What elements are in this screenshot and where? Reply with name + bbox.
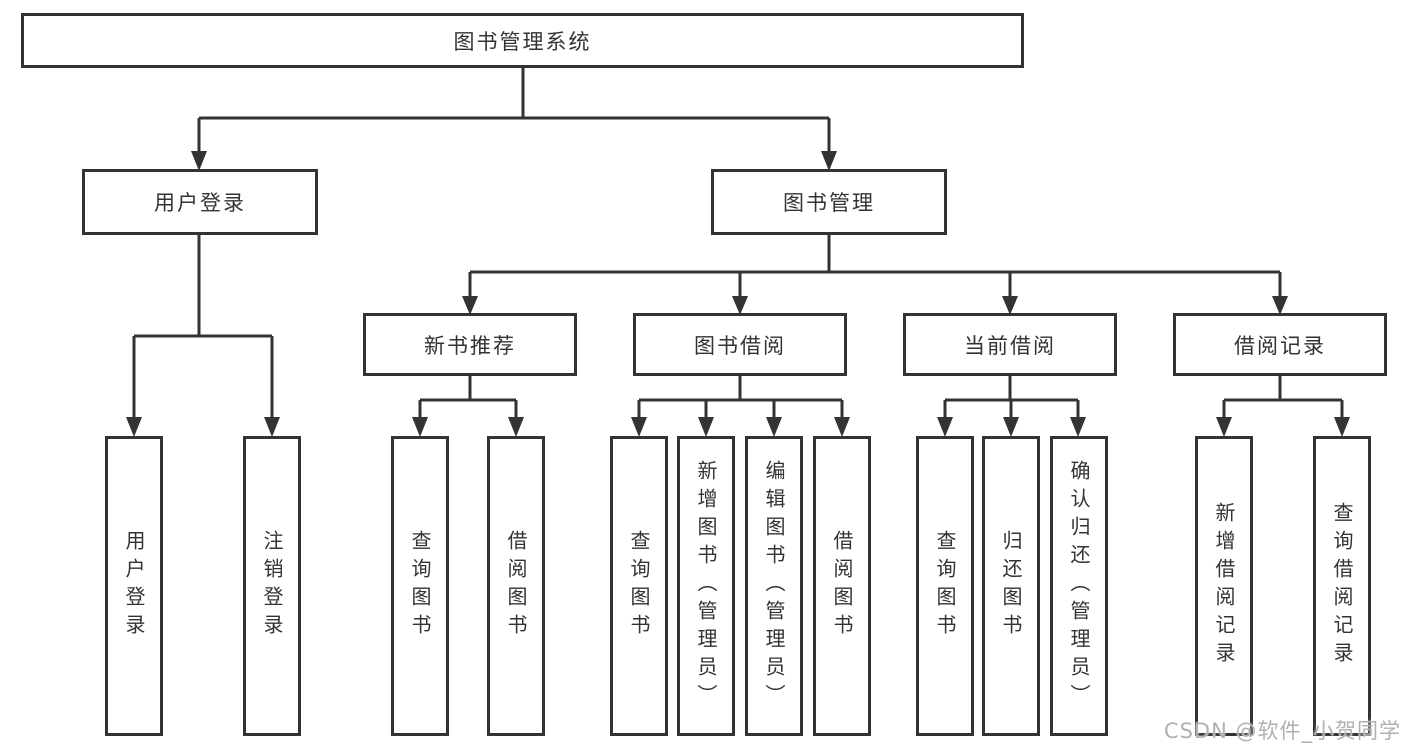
leaf-logout-label: 注销登录 [260,530,284,642]
leaf-borrow-add-books-admin-label: 新增图书（管理员） [694,460,718,712]
leaf-current-return-books-label: 归还图书 [999,530,1023,642]
node-user-login: 用户登录 [82,169,318,235]
node-borrow-records: 借阅记录 [1173,313,1387,376]
leaf-newbook-borrow-books: 借阅图书 [487,436,545,736]
leaf-records-add-borrow-record: 新增借阅记录 [1195,436,1253,736]
leaf-user-login: 用户登录 [105,436,163,736]
leaf-newbook-query-books-label: 查询图书 [408,530,432,642]
node-current-borrow: 当前借阅 [903,313,1117,376]
leaf-current-confirm-return-admin: 确认归还（管理员） [1050,436,1108,736]
leaf-logout: 注销登录 [243,436,301,736]
leaf-current-query-books-label: 查询图书 [933,530,957,642]
leaf-newbook-query-books: 查询图书 [391,436,449,736]
leaf-borrow-borrow-books: 借阅图书 [813,436,871,736]
leaf-current-confirm-return-admin-label: 确认归还（管理员） [1067,460,1091,712]
leaf-user-login-label: 用户登录 [122,530,146,642]
leaf-records-query-borrow-record-label: 查询借阅记录 [1330,502,1354,670]
node-root-library-system: 图书管理系统 [21,13,1024,68]
leaf-borrow-edit-books-admin: 编辑图书（管理员） [745,436,803,736]
leaf-records-query-borrow-record: 查询借阅记录 [1313,436,1371,736]
csdn-watermark: CSDN @软件_小贺同学 [1163,719,1401,743]
leaf-borrow-query-books: 查询图书 [610,436,668,736]
leaf-borrow-add-books-admin: 新增图书（管理员） [677,436,735,736]
leaf-borrow-edit-books-admin-label: 编辑图书（管理员） [762,460,786,712]
leaf-borrow-borrow-books-label: 借阅图书 [830,530,854,642]
node-book-management: 图书管理 [711,169,947,235]
leaf-records-add-borrow-record-label: 新增借阅记录 [1212,502,1236,670]
leaf-newbook-borrow-books-label: 借阅图书 [504,530,528,642]
arrowheads [126,151,1350,437]
node-new-book-recommend: 新书推荐 [363,313,577,376]
leaf-borrow-query-books-label: 查询图书 [627,530,651,642]
leaf-current-query-books: 查询图书 [916,436,974,736]
node-book-borrow: 图书借阅 [633,313,847,376]
leaf-current-return-books: 归还图书 [982,436,1040,736]
